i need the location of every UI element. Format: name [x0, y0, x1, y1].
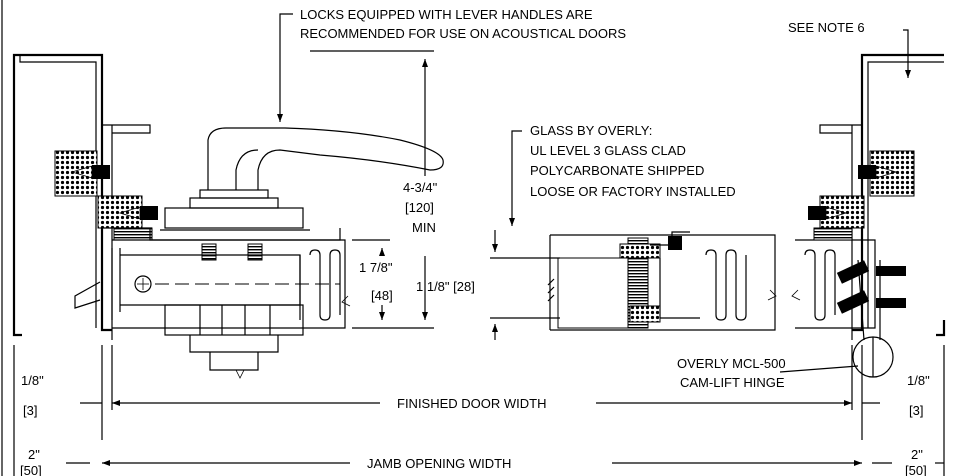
left-screw-lower — [118, 206, 158, 220]
left-door-leaf — [112, 239, 351, 329]
lock-cylinder-icon — [134, 275, 152, 293]
dim-jamb-opening-width — [13, 345, 945, 476]
jamb-left-metric: [50] — [20, 463, 42, 476]
hinge-note-line2: CAM-LIFT HINGE — [680, 375, 785, 390]
lever-height-min: MIN — [412, 220, 436, 235]
jamb-left-dim: 2" — [28, 447, 40, 462]
lever-note-leader — [277, 13, 293, 122]
lever-height-dim: 4-3/4" — [403, 180, 438, 195]
dim-glass-thickness — [490, 230, 560, 340]
glazing-screw — [668, 236, 682, 250]
left-seal-insulation — [54, 150, 98, 197]
glass-note-line3: POLYCARBONATE SHIPPED — [530, 163, 704, 178]
lock-rose — [149, 189, 341, 241]
right-seal-insulation-lower — [819, 195, 865, 229]
cam-lift-hinge — [836, 259, 906, 378]
right-screw-upper — [858, 165, 898, 179]
dim-lever-height — [310, 50, 434, 329]
glass-note-leader — [509, 130, 522, 226]
hinge-note-line1: OVERLY MCL-500 — [677, 356, 786, 371]
lever-handle — [207, 127, 444, 190]
left-seal-insulation-lower — [97, 195, 143, 229]
gap-left-metric: [3] — [23, 403, 37, 418]
see-note-leader — [903, 29, 911, 78]
lever-note-line1: LOCKS EQUIPPED WITH LEVER HANDLES ARE — [300, 7, 593, 22]
gap-right-dim: 1/8" — [907, 373, 930, 388]
finished-door-width-label: FINISHED DOOR WIDTH — [397, 396, 547, 411]
glass-note-line1: GLASS BY OVERLY: — [530, 123, 652, 138]
left-stop-seal — [113, 227, 153, 241]
glass-note-line2: UL LEVEL 3 GLASS CLAD — [530, 143, 686, 158]
right-stop-seal — [813, 227, 853, 241]
jamb-right-metric: [50] — [905, 463, 927, 476]
door-thickness-metric: [48] — [371, 288, 393, 303]
lever-note-line2: RECOMMENDED FOR USE ON ACOUSTICAL DOORS — [300, 26, 626, 41]
glass-note-line4: LOOSE OR FACTORY INSTALLED — [530, 184, 736, 199]
door-thickness-dim: 1 7/8" — [359, 260, 393, 275]
gap-left-dim: 1/8" — [21, 373, 44, 388]
left-screw-upper — [70, 165, 110, 179]
hinge-note-leader — [779, 365, 859, 373]
gap-right-metric: [3] — [909, 403, 923, 418]
glass-door-section — [547, 231, 777, 331]
lock-springs — [201, 243, 263, 261]
right-screw-lower — [808, 206, 848, 220]
dim-finished-door-width — [80, 345, 880, 440]
glass-thickness-dim: 1 1/8" [28] — [416, 279, 475, 294]
dim-door-thickness — [352, 239, 390, 320]
jamb-right-dim: 2" — [911, 447, 923, 462]
jamb-opening-width-label: JAMB OPENING WIDTH — [367, 456, 511, 471]
left-jamb-frame — [12, 53, 151, 340]
lever-height-metric: [120] — [405, 200, 434, 215]
see-note-label: SEE NOTE 6 — [788, 20, 865, 35]
